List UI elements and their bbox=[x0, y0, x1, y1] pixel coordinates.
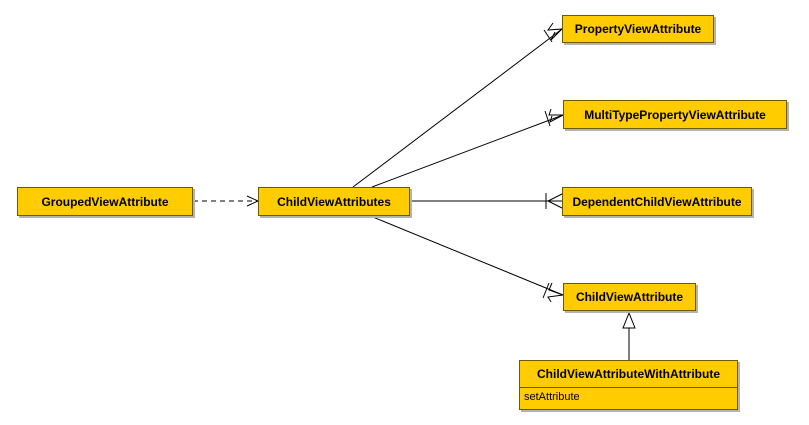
class-name-childviewattribute: ChildViewAttribute bbox=[575, 290, 684, 304]
class-propertyviewattribute[interactable]: PropertyViewAttribute bbox=[562, 15, 714, 43]
class-name-multitypepropertyviewattribute: MultiTypePropertyViewAttribute bbox=[584, 107, 766, 122]
class-dependentchildviewattribute[interactable]: DependentChildViewAttribute bbox=[562, 187, 752, 216]
class-childviewattribute[interactable]: ChildViewAttribute bbox=[563, 283, 696, 311]
class-name-childviewattributewithattribute: ChildViewAttributeWithAttribute bbox=[520, 361, 737, 388]
class-name-groupedviewattribute: GroupedViewAttribute bbox=[41, 194, 169, 209]
class-name-childviewattributes: ChildViewAttributes bbox=[277, 194, 391, 209]
association-edge-to-multitypepropertyviewattribute bbox=[371, 108, 564, 188]
class-member-setattribute: setAttribute bbox=[524, 391, 580, 403]
dependency-edge-grouped-to-childviewattributes bbox=[193, 195, 260, 207]
class-childviewattributes[interactable]: ChildViewAttributes bbox=[258, 187, 410, 216]
class-name-dependentchildviewattribute: DependentChildViewAttribute bbox=[572, 194, 742, 209]
class-groupedviewattribute[interactable]: GroupedViewAttribute bbox=[17, 187, 193, 216]
association-edge-to-propertyviewattribute bbox=[352, 22, 564, 188]
association-edge-to-childviewattribute bbox=[367, 214, 564, 303]
class-multitypepropertyviewattribute[interactable]: MultiTypePropertyViewAttribute bbox=[563, 100, 787, 129]
generalization-edge-withattribute-to-childviewattribute bbox=[622, 311, 636, 360]
class-name-propertyviewattribute: PropertyViewAttribute bbox=[574, 22, 702, 36]
association-edge-to-dependentchildviewattribute bbox=[410, 193, 563, 209]
class-childviewattributewithattribute[interactable]: ChildViewAttributeWithAttribute setAttri… bbox=[519, 360, 738, 410]
